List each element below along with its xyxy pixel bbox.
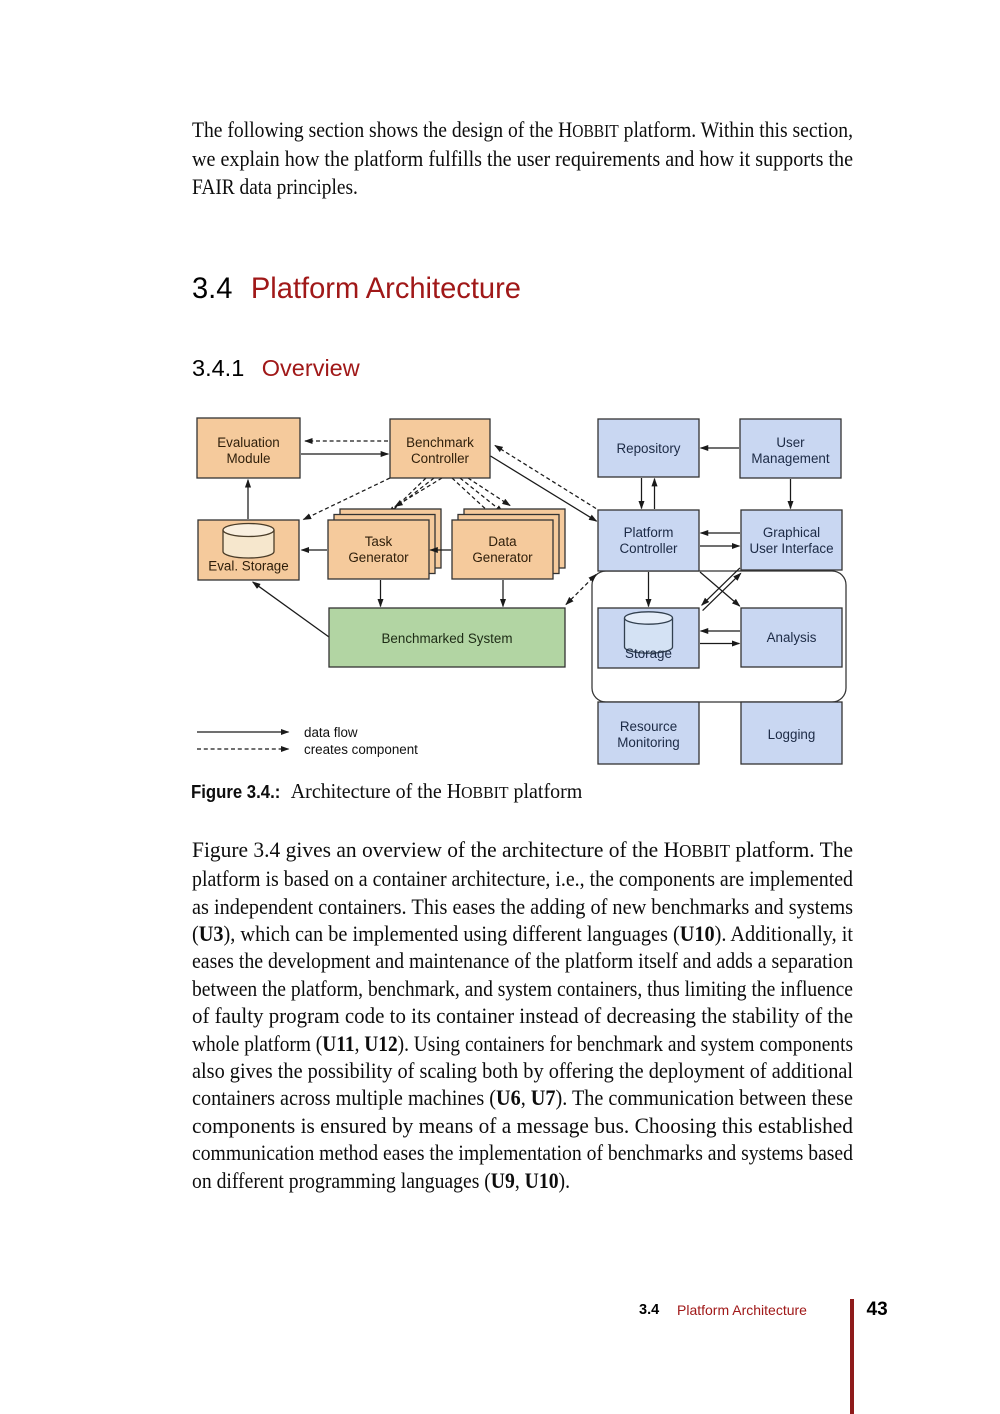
svg-text:Module: Module [227,451,271,466]
svg-text:Graphical: Graphical [763,525,820,540]
svg-text:Logging: Logging [768,727,816,742]
svg-text:Data: Data [488,534,517,549]
svg-text:Benchmark: Benchmark [406,435,474,450]
svg-text:User: User [776,435,805,450]
svg-text:data flow: data flow [304,725,358,740]
svg-text:Eval. Storage: Eval. Storage [208,559,288,574]
svg-text:Storage: Storage [625,646,672,661]
svg-text:Platform: Platform [624,525,674,540]
svg-text:Management: Management [751,451,829,466]
svg-text:Resource: Resource [620,719,677,734]
svg-text:Repository: Repository [616,441,680,456]
svg-text:Generator: Generator [348,550,409,565]
svg-text:Generator: Generator [472,550,533,565]
svg-text:Controller: Controller [619,541,678,556]
svg-text:Monitoring: Monitoring [617,735,680,750]
svg-text:creates component: creates component [304,742,418,757]
svg-text:Controller: Controller [411,451,470,466]
svg-text:Task: Task [365,534,393,549]
svg-text:Benchmarked System: Benchmarked System [382,631,513,646]
svg-text:User Interface: User Interface [749,541,833,556]
svg-text:Analysis: Analysis [767,630,817,645]
svg-text:Evaluation: Evaluation [217,435,280,450]
